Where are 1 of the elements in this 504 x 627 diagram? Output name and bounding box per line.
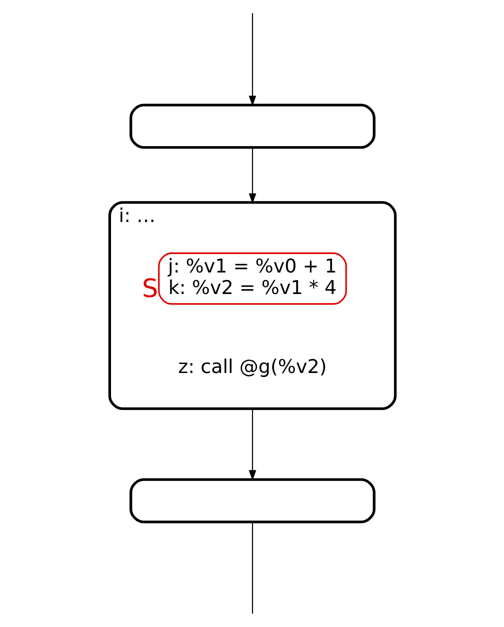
node-label: S: [141, 272, 158, 303]
